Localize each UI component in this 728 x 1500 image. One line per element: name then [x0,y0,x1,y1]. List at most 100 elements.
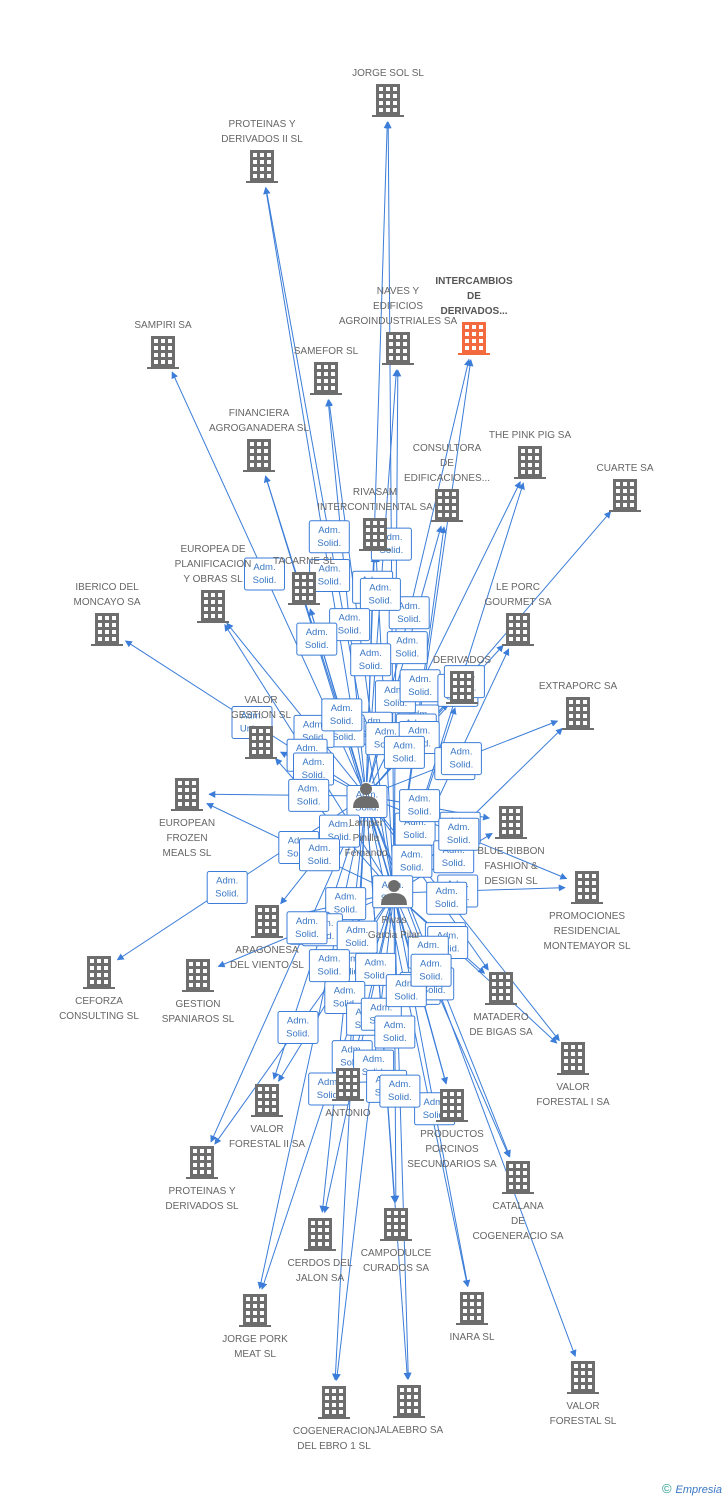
building-icon-window [97,980,101,984]
building-icon-window [218,593,222,597]
company-node[interactable]: INTERCAMBIOSDEDERIVADOS... [435,276,513,355]
company-node[interactable]: CUARTE SA [596,463,654,512]
building-icon-window [311,1221,315,1225]
building-icon-window [380,542,384,546]
relation-badge[interactable]: Adm.Solid. [308,949,350,983]
relation-badge[interactable]: Adm.Solid. [410,953,452,987]
relation-badge[interactable]: Adm.Solid. [299,838,340,872]
relation-badge[interactable]: Adm.Solid. [308,520,350,554]
building-icon-window [260,167,264,171]
relation-badge-text: Solid. [447,835,471,846]
building-icon-window [465,332,469,336]
relation-badge[interactable]: Adm.Solid. [277,1011,319,1044]
building-icon-window [509,1164,513,1168]
relation-badge[interactable]: Adm.Solid. [359,577,401,611]
company-node[interactable]: SAMPIRI SA [134,320,192,369]
company-node[interactable]: CONSULTORADEEDIFICACIONES... [404,443,490,522]
company-node[interactable]: JORGE SOL SL [352,68,424,117]
relation-badge[interactable]: Adm.Solid. [386,631,428,665]
company-label: VALOR [244,695,277,706]
building-icon-window [295,589,299,593]
building-icon-window [339,1085,343,1089]
building-icon-window [516,630,520,634]
company-node[interactable]: TACARNE SL [273,556,335,605]
building-icon-window [535,470,539,474]
relation-badge[interactable]: Adm.Solid. [399,789,441,823]
building-icon-window [581,1364,585,1368]
relation-badge[interactable]: Adm.Solid. [288,778,330,812]
building-icon-window [499,996,503,1000]
building-icon-window [499,982,503,986]
person-icon-head [360,783,372,795]
relation-badge[interactable]: Adm.Solid. [399,669,441,703]
brand-name[interactable]: Empresia [675,1484,722,1496]
building-icon-window [450,1106,454,1110]
company-node[interactable]: JALAEBRO SA [375,1385,444,1436]
company-node[interactable]: SAMEFOR SL [294,346,359,395]
company-label: CONSULTING SL [59,1011,139,1022]
building-icon-window [192,802,196,806]
building-icon-window [265,1087,269,1091]
relation-badge[interactable]: Adm.Solid. [321,698,363,732]
relation-badge[interactable]: Adm.Solid. [426,881,468,915]
relation-badge[interactable]: Adm.Solid. [286,911,328,945]
building-icon-window [178,795,182,799]
company-node[interactable]: THE PINK PIG SA [489,430,572,479]
relation-badge[interactable]: Adm.Solid. [355,952,397,986]
building-icon-window [258,929,262,933]
relation-badge[interactable]: Adm.Solid. [296,622,338,656]
relation-badge[interactable]: Adm.Solid. [440,742,482,776]
relation-badge[interactable]: Adm.Solid. [350,643,392,677]
relation-badge[interactable]: Adm.Solid. [383,735,425,769]
company-node[interactable]: EXTRAPORC SA [539,681,618,730]
relation-badge[interactable]: Adm.Solid. [244,557,285,591]
company-node[interactable]: INARA SL [449,1292,495,1343]
relation-badge[interactable]: Adm.Solid. [438,817,480,851]
building-icon-window [457,1106,461,1110]
building-icon-window [189,976,193,980]
relation-badge[interactable]: Adm.Solid. [325,887,367,921]
relation-badge[interactable]: Adm.Solid. [293,752,334,786]
relation-badge[interactable]: Adm.Solid. [329,608,371,642]
building-icon-window [407,1409,411,1413]
company-node[interactable]: DERIVADOS [433,655,491,704]
building-icon-window [479,332,483,336]
copyright-symbol: © [661,1481,672,1496]
relation-badge[interactable]: Adm.Solid. [379,1074,421,1108]
relation-badge[interactable]: Adm.Solid. [206,871,248,904]
company-node[interactable]: ANTONIO [325,1068,371,1119]
building-icon-base [359,549,391,551]
building-icon-window [331,379,335,383]
relation-badge[interactable]: Adm.Solid. [391,844,433,878]
relation-badge-text: Adm. [318,525,340,536]
building-icon-window [309,575,313,579]
relation-badge[interactable]: Adm.Solid. [374,1015,416,1049]
